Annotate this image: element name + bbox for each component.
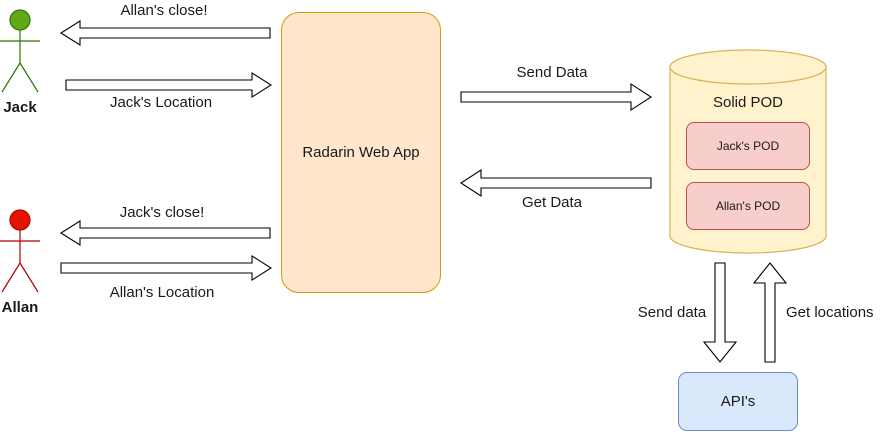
send-data-arrow (460, 82, 653, 112)
apis-node: API's (678, 372, 798, 431)
edge-label-allans-close: Allan's close! (120, 2, 208, 19)
get-locations-up-arrow (752, 262, 788, 363)
edge-label-get-locations: Get locations (786, 304, 874, 321)
edge-label-jacks-close: Jack's close! (119, 204, 205, 221)
send-data-down-arrow (702, 262, 738, 363)
edge-label-allans-location: Allan's Location (109, 284, 215, 301)
jack-actor-icon (0, 9, 40, 93)
jacks-close-arrow (59, 220, 271, 246)
allan-actor-icon (0, 209, 40, 293)
jacks-location-arrow (65, 72, 273, 98)
allans-pod-node: Allan's POD (686, 182, 810, 230)
jacks-pod-label: Jack's POD (716, 139, 780, 153)
apis-label: API's (720, 393, 756, 410)
allans-location-arrow (60, 255, 273, 281)
allans-pod-label: Allan's POD (715, 199, 781, 213)
solid-pod-title: Solid POD (712, 94, 784, 111)
get-data-arrow (459, 168, 652, 198)
edge-label-send-data: Send Data (516, 64, 588, 81)
actor-name-jack: Jack (3, 99, 37, 116)
radarin-web-app-node: Radarin Web App (281, 12, 441, 293)
webapp-label: Radarin Web App (302, 144, 420, 161)
edge-label-send-data-api: Send data (637, 304, 707, 321)
allans-close-arrow (59, 20, 271, 46)
actor-name-allan: Allan (1, 299, 39, 316)
jacks-pod-node: Jack's POD (686, 122, 810, 170)
edge-label-get-data: Get Data (521, 194, 583, 211)
edge-label-jacks-location: Jack's Location (109, 94, 213, 111)
